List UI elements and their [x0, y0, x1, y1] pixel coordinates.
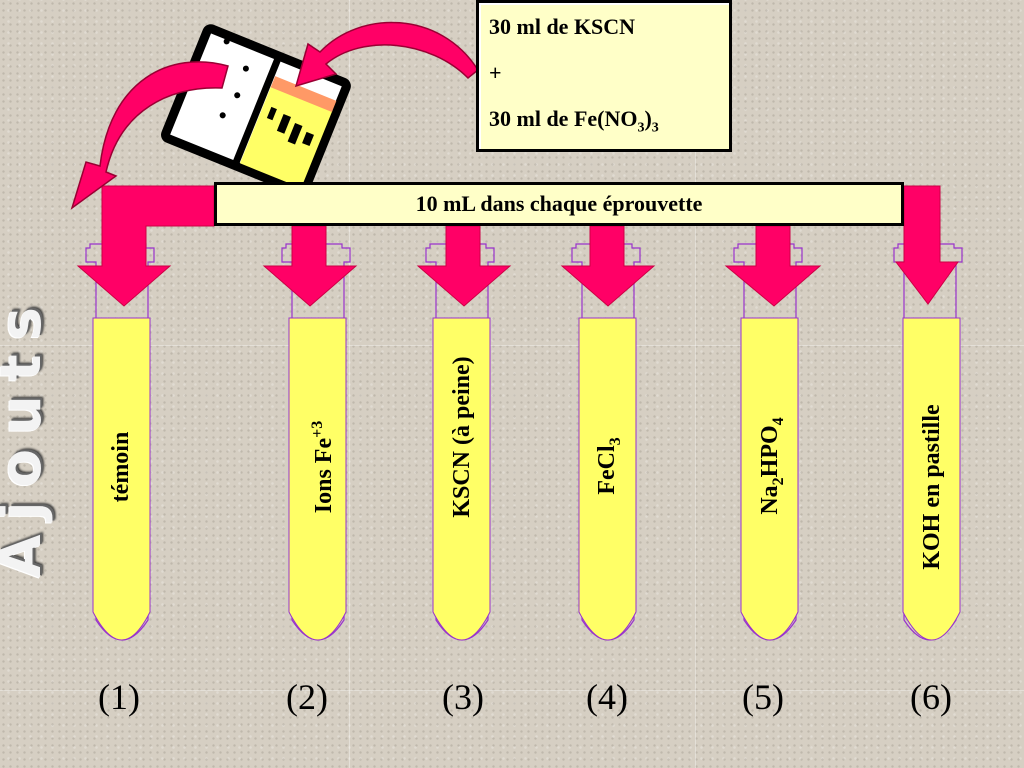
backdrop-line: [0, 345, 1024, 346]
recipe-line-plus: +: [489, 60, 502, 85]
arrow-to-tube-5: [724, 225, 822, 307]
side-label-ajouts: Ajouts: [0, 293, 54, 578]
test-tube-3: [425, 243, 495, 641]
curved-arrow-box-to-beaker: [294, 21, 479, 88]
arrow-to-tube-1: [76, 185, 215, 307]
test-tube-6: [893, 243, 963, 641]
distribution-banner: 10 mL dans chaque éprouvette: [214, 182, 904, 226]
tube-label-5: Na2HPO4: [757, 417, 787, 515]
tube-number-4: (4): [586, 677, 628, 717]
tube-label-3: KSCN (à peine): [449, 356, 475, 518]
tube-label-2: Ions Fe+3: [309, 420, 337, 514]
tube-number-1: (1): [98, 677, 140, 717]
tube-number-6: (6): [910, 677, 952, 717]
test-tube-2: [281, 243, 351, 641]
test-tube-4: [571, 243, 641, 641]
pour-arrows: [70, 21, 479, 210]
distribution-arrows: [76, 185, 959, 307]
recipe-line-kscn: 30 ml de KSCN: [489, 14, 636, 39]
test-tube-1: [85, 243, 155, 641]
backdrop-line: [695, 0, 696, 768]
tube-number-5: (5): [742, 677, 784, 717]
arrow-to-tube-6: [894, 185, 959, 305]
recipe-box: 30 ml de KSCN + 30 ml de Fe(NO3)3: [476, 0, 732, 152]
test-tube-5: [733, 243, 803, 641]
backdrop-line: [349, 0, 350, 768]
arrow-to-tube-3: [416, 225, 512, 307]
arrow-to-tube-2: [262, 225, 358, 307]
test-tubes: [85, 243, 963, 641]
tube-label-1: témoin: [108, 431, 134, 503]
tube-label-6: KOH en pastille: [919, 404, 945, 570]
tube-number-3: (3): [442, 677, 484, 717]
curved-arrow-beaker-to-bar: [70, 61, 229, 210]
arrow-to-tube-4: [560, 225, 656, 307]
tube-number-2: (2): [286, 677, 328, 717]
tube-label-4: FeCl3: [594, 437, 624, 495]
recipe-line-fe-nitrate: 30 ml de Fe(NO3)3: [489, 106, 659, 136]
backdrop-line: [0, 690, 1024, 691]
